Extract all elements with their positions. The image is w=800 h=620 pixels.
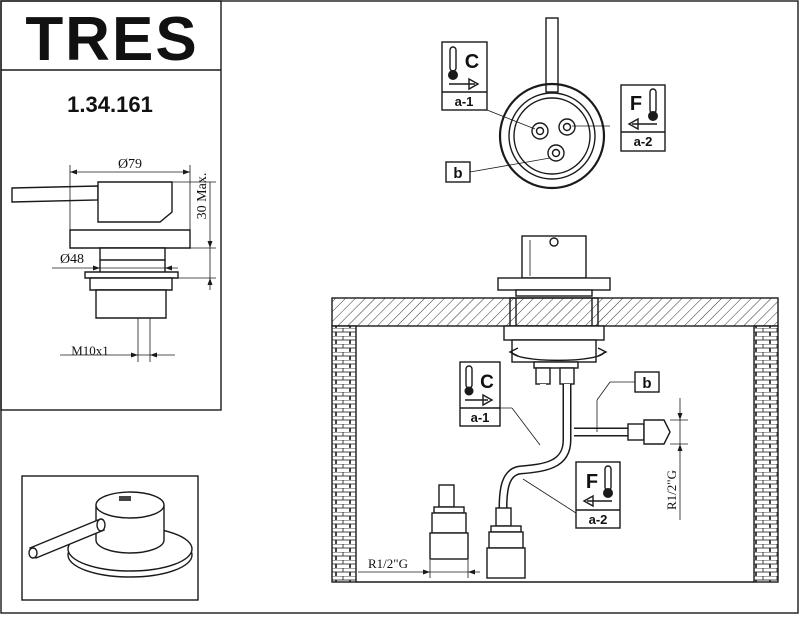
cold-inlet-legend-bottom: C a-1 — [459, 361, 501, 427]
cold-symbol: C — [465, 51, 479, 73]
thermometer-icon — [465, 365, 473, 389]
outlet-connector — [643, 419, 671, 445]
threaded-body — [95, 289, 167, 319]
lever-handle — [11, 185, 99, 203]
outlet-tag-bottom: b — [642, 375, 651, 392]
flange — [84, 271, 179, 279]
hot-inlet-legend-top: F a-2 — [620, 84, 666, 152]
hot-inlet-port — [558, 118, 576, 136]
thermometer-icon — [449, 46, 457, 72]
hot-symbol-bottom: F — [586, 471, 598, 493]
installed-cover-plate — [497, 277, 611, 291]
wall-right — [753, 325, 779, 583]
cover-plate — [69, 229, 191, 249]
hot-symbol: F — [630, 93, 642, 115]
cold-inlet-port — [531, 122, 549, 140]
cold-inlet-tag-bottom: a-1 — [471, 410, 490, 425]
mixer-body — [97, 181, 173, 223]
brand-logo: TRES — [25, 5, 198, 74]
cold-connector-nut — [431, 512, 467, 534]
hot-inlet-tag-bottom: a-2 — [589, 512, 608, 527]
cold-symbol-bottom: C — [480, 372, 494, 393]
top-view-lever — [545, 17, 559, 93]
arrow-right-icon — [465, 393, 494, 407]
hot-connector-fitting — [486, 547, 526, 579]
perspective-view-frame — [21, 475, 199, 601]
top-view — [469, 17, 610, 190]
max-depth-label: 30 Max. — [195, 173, 210, 220]
outer-diameter-label: Ø79 — [118, 157, 142, 172]
installed-nut — [503, 325, 605, 341]
outlet-tag-top: b — [453, 165, 462, 182]
left-panel-border — [0, 0, 222, 411]
side-elevation-view: Ø79 30 Max. Ø48 M10x1 — [11, 157, 216, 362]
brand-logo-text: TRES — [25, 5, 198, 74]
nut — [89, 277, 173, 291]
cold-connector-fitting — [429, 532, 469, 560]
inner-diameter-label: Ø48 — [60, 252, 84, 267]
arrow-right-icon — [449, 77, 480, 91]
perspective-view — [28, 491, 193, 578]
thermometer-icon — [649, 88, 657, 114]
thread-label: M10x1 — [71, 343, 109, 358]
arrow-left-icon — [627, 117, 657, 131]
top-view-body — [513, 97, 591, 175]
top-view-cover-plate — [498, 82, 606, 190]
connection-thread-label-left: R1/2"G — [368, 556, 408, 571]
hot-inlet-legend-bottom: F a-2 — [575, 461, 621, 529]
product-code: 1.34.161 — [67, 92, 153, 117]
collar — [99, 247, 166, 261]
wall-top — [331, 297, 779, 327]
installation-view: R1/2"G R1/2"G — [331, 235, 779, 583]
outlet-port — [547, 144, 565, 162]
outlet-legend-top — [445, 161, 471, 183]
wall-left — [331, 325, 357, 583]
connection-thread-label-right: R1/2"G — [664, 470, 679, 510]
cold-inlet-tag: a-1 — [455, 94, 474, 109]
perspective-logo-mark — [119, 496, 131, 501]
hot-inlet-tag: a-2 — [634, 134, 653, 149]
cold-inlet-legend-top: C a-1 — [441, 41, 488, 111]
installed-mixer-body — [521, 235, 587, 279]
hot-connector-nut — [488, 531, 524, 549]
thermometer-icon — [604, 465, 612, 491]
arrow-left-icon — [582, 494, 612, 508]
